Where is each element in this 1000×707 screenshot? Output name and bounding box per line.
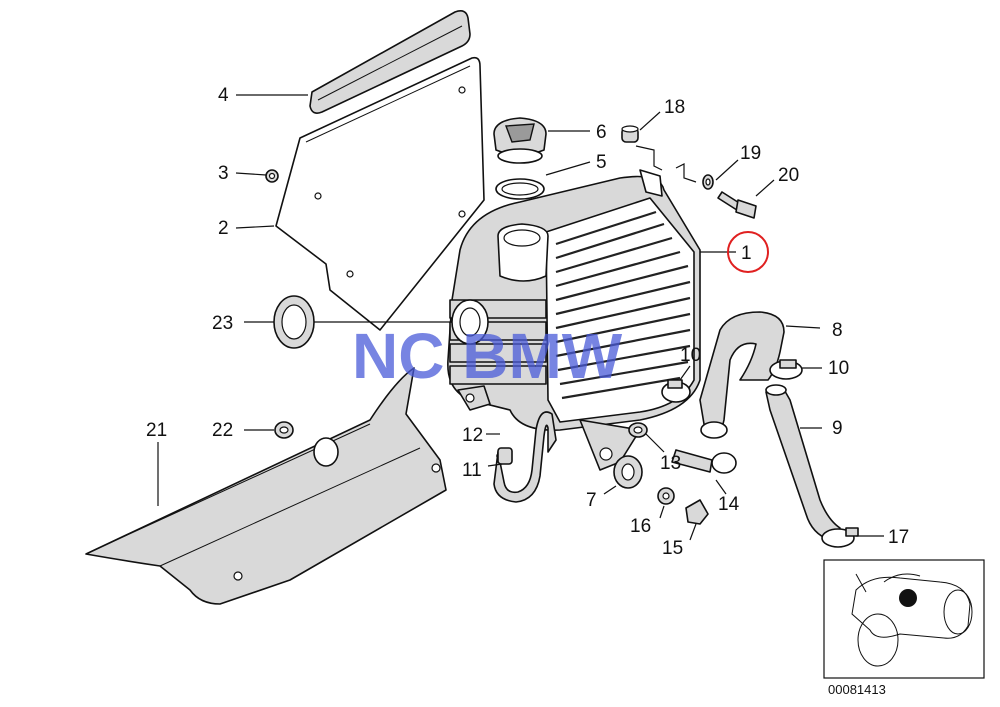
diagram-reference-number: 00081413 [828, 682, 886, 697]
callout-labels: 4 3 2 23 6 5 18 19 20 1 8 10 10 9 12 13 … [146, 85, 909, 559]
callout-17: 17 [888, 527, 909, 548]
callout-19: 19 [740, 143, 761, 164]
part-5-o-ring[interactable] [495, 178, 545, 200]
part-22-washer[interactable] [274, 421, 294, 439]
callout-11: 11 [462, 460, 482, 481]
part-9-lower-hose[interactable] [765, 384, 841, 541]
highlight-circle [727, 231, 769, 273]
callout-21: 21 [146, 420, 167, 441]
part-12-cap[interactable] [497, 447, 513, 465]
part-10-hose-clamp-upper[interactable] [769, 359, 803, 380]
part-20-bolt[interactable] [717, 191, 757, 219]
callout-18: 18 [664, 97, 685, 118]
callout-22: 22 [212, 420, 233, 441]
callout-16: 16 [630, 516, 651, 537]
part-8-upper-hose[interactable] [699, 311, 785, 439]
callout-8: 8 [832, 320, 843, 341]
oil-tank-fins [555, 210, 691, 400]
part-13-washer[interactable] [628, 422, 648, 438]
part-23-grommet[interactable] [273, 295, 315, 349]
part-7-rubber-mount[interactable] [613, 455, 643, 489]
callout-23: 23 [212, 313, 233, 334]
motorcycle-thumbnail [851, 573, 973, 667]
part-10-hose-clamp-lower[interactable] [661, 379, 691, 403]
callout-10-right: 10 [828, 358, 849, 379]
part-2-cover-panel[interactable] [275, 56, 485, 331]
callout-5: 5 [596, 152, 607, 173]
callout-20: 20 [778, 165, 799, 186]
callout-6: 6 [596, 122, 607, 143]
watermark-text: NC BMW [352, 320, 623, 392]
part-16-washer[interactable] [657, 487, 675, 505]
part-18-sleeve[interactable] [621, 125, 639, 143]
callout-15: 15 [662, 538, 683, 559]
callout-4: 4 [218, 85, 229, 106]
part-6-filler-cap[interactable] [493, 117, 547, 164]
part-15-clip[interactable] [685, 499, 709, 525]
callout-2: 2 [218, 218, 229, 239]
callout-12: 12 [462, 425, 483, 446]
part-1-oil-tank[interactable] [447, 169, 701, 471]
part-21-lower-fairing[interactable] [85, 367, 447, 605]
callout-3: 3 [218, 163, 229, 184]
callout-1: 1 [741, 243, 752, 264]
location-inset: 00081413 [823, 559, 985, 697]
callout-13: 13 [660, 453, 681, 474]
callout-9: 9 [832, 418, 843, 439]
part-4-edge-strip[interactable] [309, 10, 471, 114]
callout-14: 14 [718, 494, 740, 515]
part-17-hose-clamp[interactable] [821, 527, 859, 548]
part-3-nut[interactable] [265, 169, 279, 183]
callout-10-upper: 10 [680, 345, 701, 366]
leader-lines [157, 94, 884, 541]
callout-7: 7 [586, 490, 597, 511]
part-19-washer[interactable] [702, 174, 714, 190]
part-14-screw[interactable] [671, 449, 737, 474]
location-marker-dot [899, 589, 917, 607]
